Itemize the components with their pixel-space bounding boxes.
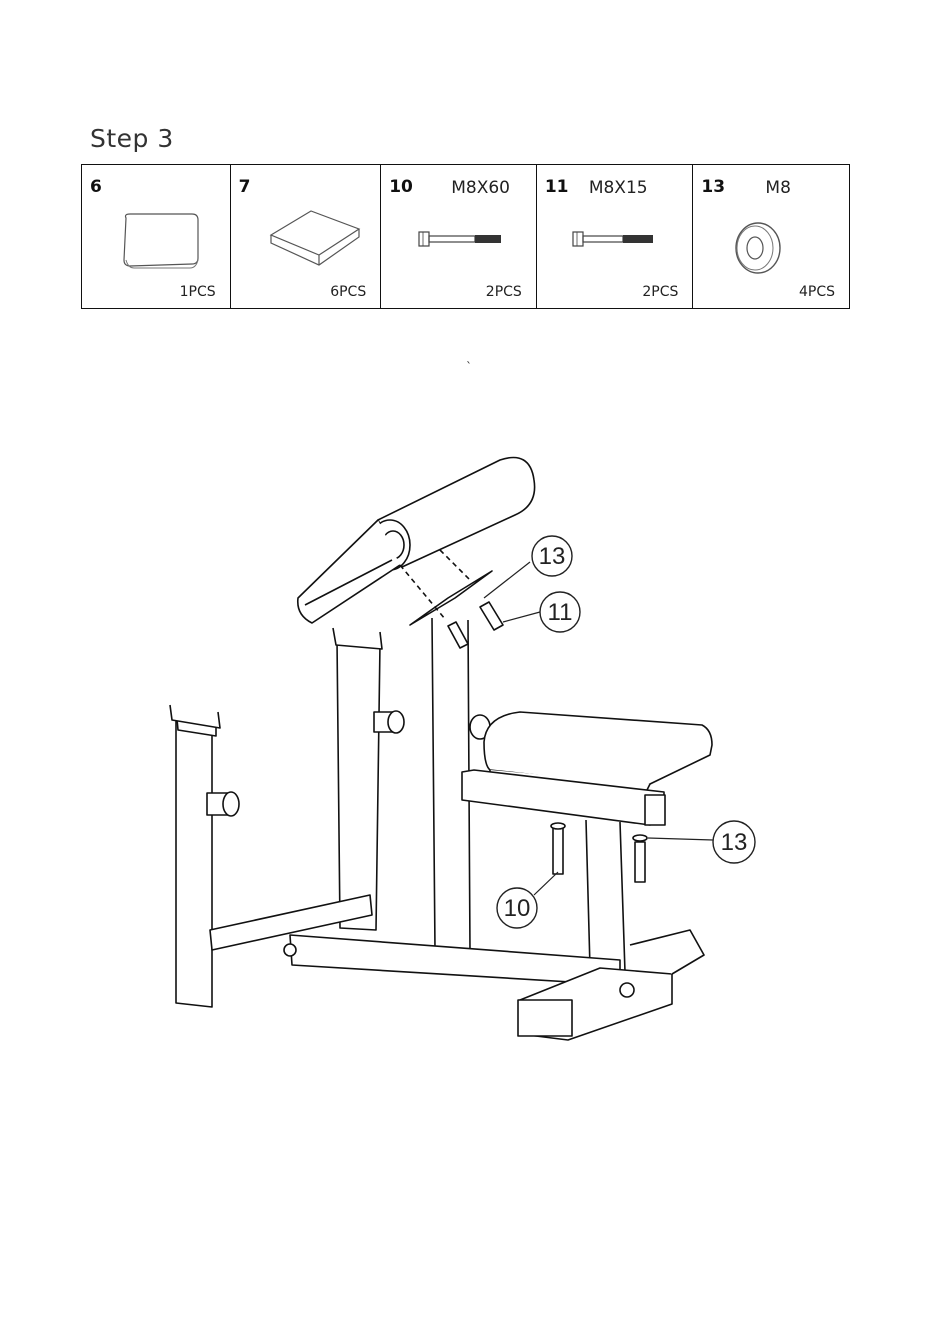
arm-pad-plate: [410, 571, 492, 625]
part-quantity: 6PCS: [330, 284, 366, 300]
middle-upright: [210, 628, 404, 950]
part-quantity: 2PCS: [642, 284, 678, 300]
part-cell-10: 10 M8X60 2PCS: [381, 165, 537, 308]
arm-pad-roller: [298, 458, 535, 624]
step-title: Step 3: [90, 124, 174, 153]
part-cell-7: 7 6PCS: [231, 165, 382, 308]
part-cell-11: 11 M8X15 2PCS: [537, 165, 694, 308]
part-number: 7: [239, 177, 251, 197]
parts-table: 6 1PCS 7 6PCS 10 M8X60 2PCS 11 M8X15: [81, 164, 850, 309]
part-spec: M8: [765, 178, 790, 198]
left-upright: [170, 705, 239, 1007]
callout-label: 10: [504, 895, 531, 922]
base-frame: [284, 930, 704, 1040]
part-cell-6: 6 1PCS: [82, 165, 231, 308]
bolt-10-left: [551, 823, 565, 874]
part-number: 11: [545, 177, 569, 197]
part-spec: M8X15: [589, 178, 648, 198]
bolt-10-right: [633, 835, 647, 882]
foot-cap-icon: [267, 205, 363, 269]
part-number: 6: [90, 177, 102, 197]
short-bolt-icon: [571, 229, 661, 249]
callout-label: 13: [539, 543, 566, 570]
callout-label: 13: [721, 829, 748, 856]
long-bolt-icon: [417, 229, 507, 249]
stray-mark: `: [466, 360, 472, 374]
bolt-11-right: [480, 602, 503, 630]
assembly-diagram: 13 11 13 10: [0, 380, 933, 1080]
callout-label: 11: [548, 599, 573, 626]
seat-pad-icon: [118, 210, 204, 270]
part-number: 10: [389, 177, 413, 197]
part-number: 13: [701, 177, 725, 197]
part-spec: M8X60: [451, 178, 510, 198]
part-quantity: 1PCS: [180, 284, 216, 300]
part-quantity: 2PCS: [486, 284, 522, 300]
washer-icon: [731, 217, 787, 277]
part-quantity: 4PCS: [799, 284, 835, 300]
part-cell-13: 13 M8 4PCS: [693, 165, 849, 308]
